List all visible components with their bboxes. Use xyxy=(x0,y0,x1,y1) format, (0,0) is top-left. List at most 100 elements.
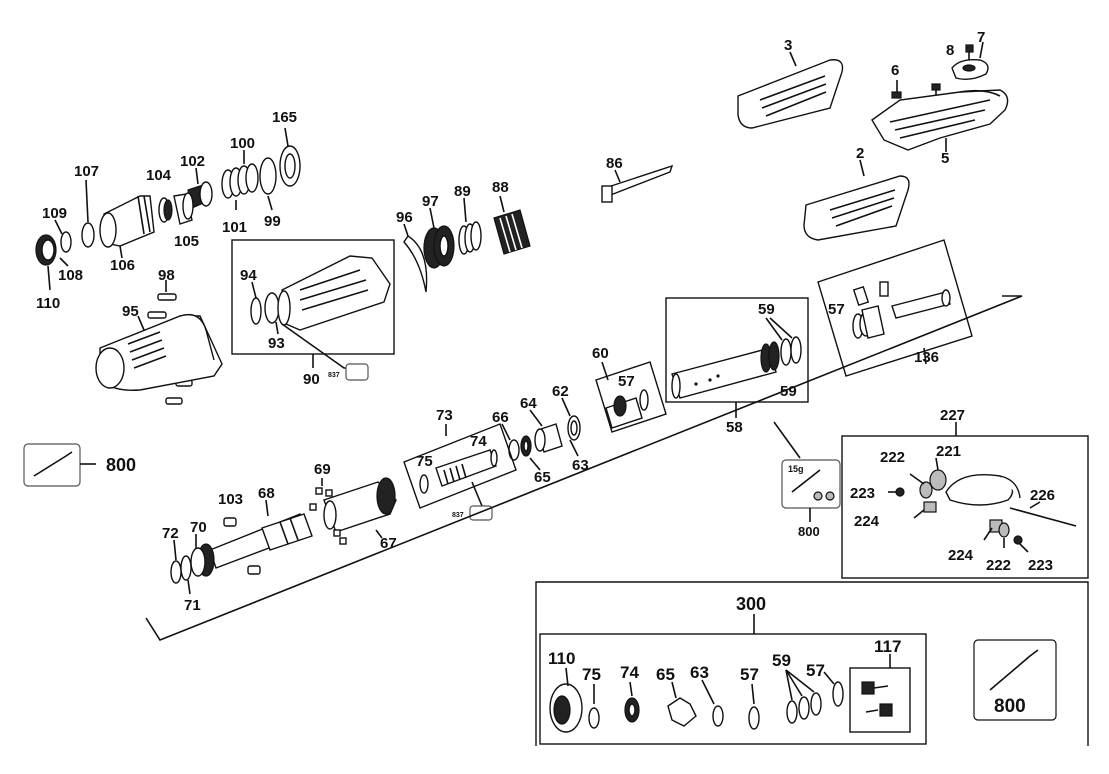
label-837-a: 837 xyxy=(328,372,340,379)
label-86: 86 xyxy=(606,155,623,172)
label-57-a: 57 xyxy=(828,301,845,318)
label-65-b: 65 xyxy=(656,665,675,684)
label-95: 95 xyxy=(122,303,139,320)
label-109: 109 xyxy=(42,205,67,222)
label-800-a: 800 xyxy=(106,455,136,475)
part-102-ring xyxy=(187,167,213,209)
label-800-b: 800 xyxy=(798,524,820,539)
label-110-b: 110 xyxy=(548,649,575,668)
label-67: 67 xyxy=(380,535,397,552)
label-104: 104 xyxy=(146,167,172,184)
label-224-b: 224 xyxy=(948,547,974,564)
group-box-227 xyxy=(841,422,1089,579)
part-96-clip xyxy=(403,223,428,293)
label-99: 99 xyxy=(264,213,281,230)
label-107: 107 xyxy=(74,163,99,180)
label-60: 60 xyxy=(592,345,609,362)
label-69: 69 xyxy=(314,461,331,478)
part-95-gear-housing xyxy=(95,313,223,391)
label-136: 136 xyxy=(914,349,939,366)
label-102: 102 xyxy=(180,153,205,170)
label-57-b: 57 xyxy=(618,373,635,390)
label-59-b: 59 xyxy=(780,383,797,400)
label-103: 103 xyxy=(218,491,243,508)
part-165-washer xyxy=(279,127,301,187)
label-98: 98 xyxy=(158,267,175,284)
label-222-a: 222 xyxy=(880,449,905,466)
part-89-springs xyxy=(458,197,482,255)
label-227: 227 xyxy=(940,407,965,424)
group-box-90 xyxy=(231,239,395,381)
label-837-b: 837 xyxy=(452,512,464,519)
label-70: 70 xyxy=(190,519,207,536)
part-68-shaft xyxy=(209,499,313,569)
label-165: 165 xyxy=(272,109,297,126)
label-75-a: 75 xyxy=(416,453,433,470)
label-7: 7 xyxy=(977,29,985,46)
label-800-c: 800 xyxy=(994,696,1026,717)
kit-box-800-middle xyxy=(781,459,841,522)
label-108: 108 xyxy=(58,267,83,284)
label-59-a: 59 xyxy=(758,301,775,318)
label-90: 90 xyxy=(303,371,320,388)
part-70-72-71 xyxy=(170,534,215,595)
label-72: 72 xyxy=(162,525,179,542)
group-box-60 xyxy=(595,361,667,433)
label-226: 226 xyxy=(1030,487,1055,504)
group-box-136 xyxy=(817,239,973,377)
part-69-balls xyxy=(309,478,347,545)
label-65-a: 65 xyxy=(534,469,551,486)
label-58: 58 xyxy=(726,419,743,436)
part-3-side-cover xyxy=(737,51,844,129)
label-74-b: 74 xyxy=(620,663,639,682)
label-66: 66 xyxy=(492,409,509,426)
label-300: 300 xyxy=(736,594,766,614)
label-100: 100 xyxy=(230,135,255,152)
part-64-sleeve xyxy=(529,409,563,453)
label-89: 89 xyxy=(454,183,471,200)
part-67-cylinder xyxy=(323,477,397,539)
part-105-sleeve xyxy=(173,192,194,225)
part-103-pin xyxy=(223,517,261,575)
label-222-b: 222 xyxy=(986,557,1011,574)
label-96: 96 xyxy=(396,209,413,226)
label-15g: 15g xyxy=(788,464,804,474)
part-104-ring xyxy=(158,197,173,223)
label-224-a: 224 xyxy=(854,513,880,530)
label-117: 117 xyxy=(874,637,901,656)
label-110: 110 xyxy=(36,295,60,312)
group-box-58 xyxy=(665,297,809,418)
label-93: 93 xyxy=(268,335,285,352)
part-2-side-cover xyxy=(803,159,910,241)
part-5-housing xyxy=(871,89,1009,152)
label-2: 2 xyxy=(856,145,864,162)
part-109-108-110-nose xyxy=(35,219,72,291)
part-88-needle-bearing xyxy=(493,195,531,255)
label-105: 105 xyxy=(174,233,199,250)
group-box-73 xyxy=(403,423,517,521)
callout-labels: 3 7 8 6 5 2 86 165 107 100 102 104 109 1… xyxy=(36,29,1055,717)
part-107-ring xyxy=(81,179,95,248)
part-97-bearing xyxy=(423,207,455,269)
part-62-ring xyxy=(561,397,581,441)
label-97: 97 xyxy=(422,193,439,210)
part-8-screw xyxy=(965,44,974,60)
label-94: 94 xyxy=(240,267,257,284)
label-57-c: 57 xyxy=(740,665,759,684)
label-8: 8 xyxy=(946,42,954,59)
label-62: 62 xyxy=(552,383,569,400)
label-3: 3 xyxy=(784,37,792,54)
label-64: 64 xyxy=(520,395,537,412)
part-86-cable xyxy=(601,164,674,203)
label-101: 101 xyxy=(222,219,247,236)
part-7-cap xyxy=(951,41,989,81)
label-57-d: 57 xyxy=(806,661,825,680)
label-68: 68 xyxy=(258,485,275,502)
label-74-a: 74 xyxy=(470,433,487,450)
label-106: 106 xyxy=(110,257,135,274)
group-box-300 xyxy=(535,581,1089,746)
label-63-a: 63 xyxy=(572,457,589,474)
part-100-spring-set xyxy=(221,150,277,211)
